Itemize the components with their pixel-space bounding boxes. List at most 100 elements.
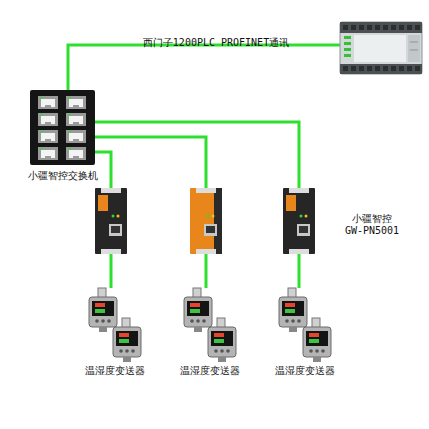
switch-port-notch	[73, 156, 79, 158]
sensor-drawing	[89, 288, 141, 362]
switch-port	[38, 147, 58, 160]
rj45-port	[204, 224, 217, 236]
switch-led	[68, 114, 71, 116]
plc-terminal-hole	[399, 25, 404, 30]
sensor-button	[95, 319, 99, 323]
sensor-illustration	[85, 288, 145, 363]
plc-terminal-bottom	[340, 64, 422, 74]
gateway-illustration	[95, 188, 127, 254]
rj45-port	[109, 224, 122, 236]
gateway-drawing	[283, 188, 315, 254]
switch-illustration	[30, 90, 95, 165]
sensor-digit	[214, 333, 224, 337]
sensor-button	[285, 319, 289, 323]
gateway-led	[300, 215, 303, 218]
switch-port-inner	[69, 133, 83, 141]
plc-front-face	[354, 35, 406, 62]
plc-terminal-hole	[407, 25, 412, 30]
sensor-button	[196, 319, 200, 323]
sensor-digit	[309, 339, 319, 343]
switch-port-inner	[41, 133, 55, 141]
sensor-drawing	[279, 288, 331, 362]
gateway-drawing	[190, 188, 222, 254]
switch-port-inner	[41, 116, 55, 124]
sensor-button	[297, 319, 301, 323]
sensor-button	[291, 319, 295, 323]
plc-terminal-hole	[399, 66, 404, 71]
plc-device	[340, 22, 422, 74]
switch-port-inner	[69, 116, 83, 124]
sensor-fitting	[99, 327, 107, 332]
gateway-led	[305, 215, 308, 218]
sensor-digit	[95, 309, 105, 313]
rj45-port-inner	[299, 226, 308, 233]
sensor-display	[282, 301, 304, 316]
sensor-fitting	[289, 327, 297, 332]
gateway-body	[283, 188, 315, 254]
gateway-terminal	[101, 249, 121, 254]
plc-terminal-hole	[383, 66, 388, 71]
sensor-button	[119, 349, 123, 353]
sensor-display	[187, 301, 209, 316]
sensor-button	[190, 319, 194, 323]
plc-panel-line	[410, 50, 418, 51]
sensor-button	[315, 349, 319, 353]
sensor-display	[116, 331, 138, 346]
switch-led	[40, 97, 43, 99]
switch-port-inner	[41, 150, 55, 158]
gateway-body	[95, 188, 127, 254]
device-label: 温湿度变送器	[165, 365, 255, 377]
plc-terminal-hole	[407, 66, 412, 71]
plc-terminal-hole	[343, 25, 348, 30]
plc-terminal-hole	[359, 66, 364, 71]
device-label: 小疆智控交换机	[20, 170, 105, 182]
rj45-port-inner	[206, 226, 215, 233]
plc-side-panel	[408, 35, 420, 62]
sensor-fitting	[194, 327, 202, 332]
sensor-drawing	[184, 288, 236, 362]
plc-terminal-hole	[367, 66, 372, 71]
device-label: 小疆智控 GW-PN5001	[341, 213, 403, 237]
switch-drawing	[30, 90, 95, 165]
gateway-module	[95, 188, 127, 254]
gateway-led	[112, 215, 115, 218]
sensor-fitting	[218, 357, 226, 362]
sensor-digit	[119, 339, 129, 343]
gateway-terminal	[289, 188, 309, 193]
switch-port-notch	[45, 122, 51, 124]
switch-port-inner	[69, 99, 83, 107]
switch-port-notch	[73, 122, 79, 124]
plc-illustration	[340, 22, 422, 74]
switch-port-notch	[73, 139, 79, 141]
ethernet-link	[205, 254, 208, 288]
link-label: 西门子1200PLC PROFINET通讯	[143, 37, 289, 49]
gateway-side	[214, 188, 222, 254]
sensor-digit	[285, 303, 295, 307]
sensor-button	[220, 349, 224, 353]
sensor-button	[202, 319, 206, 323]
sensor-illustration	[180, 288, 240, 363]
switch-port-notch	[45, 105, 51, 107]
plc-terminal-hole	[351, 66, 356, 71]
sensor-group: 温湿度变送器	[275, 288, 335, 363]
gateway-badge	[98, 195, 108, 211]
plc-body	[340, 22, 422, 74]
sensor-digit	[285, 309, 295, 313]
plc-terminal-hole	[375, 25, 380, 30]
rj45-port	[297, 224, 310, 236]
sensor-group: 温湿度变送器	[85, 288, 145, 363]
ethernet-link	[95, 137, 206, 188]
plc-terminal-hole	[367, 25, 372, 30]
plc-terminal-hole	[375, 66, 380, 71]
sensor-housing	[184, 297, 212, 327]
gateway-module	[190, 188, 222, 254]
sensor-housing	[303, 327, 331, 357]
gateway-badge	[286, 195, 296, 211]
sensor-digit	[190, 303, 200, 307]
gateway-terminal	[289, 249, 309, 254]
sensor-display	[211, 331, 233, 346]
gateway-drawing	[95, 188, 127, 254]
switch-led	[40, 114, 43, 116]
plc-drawing	[340, 22, 422, 74]
sensor-display	[306, 331, 328, 346]
